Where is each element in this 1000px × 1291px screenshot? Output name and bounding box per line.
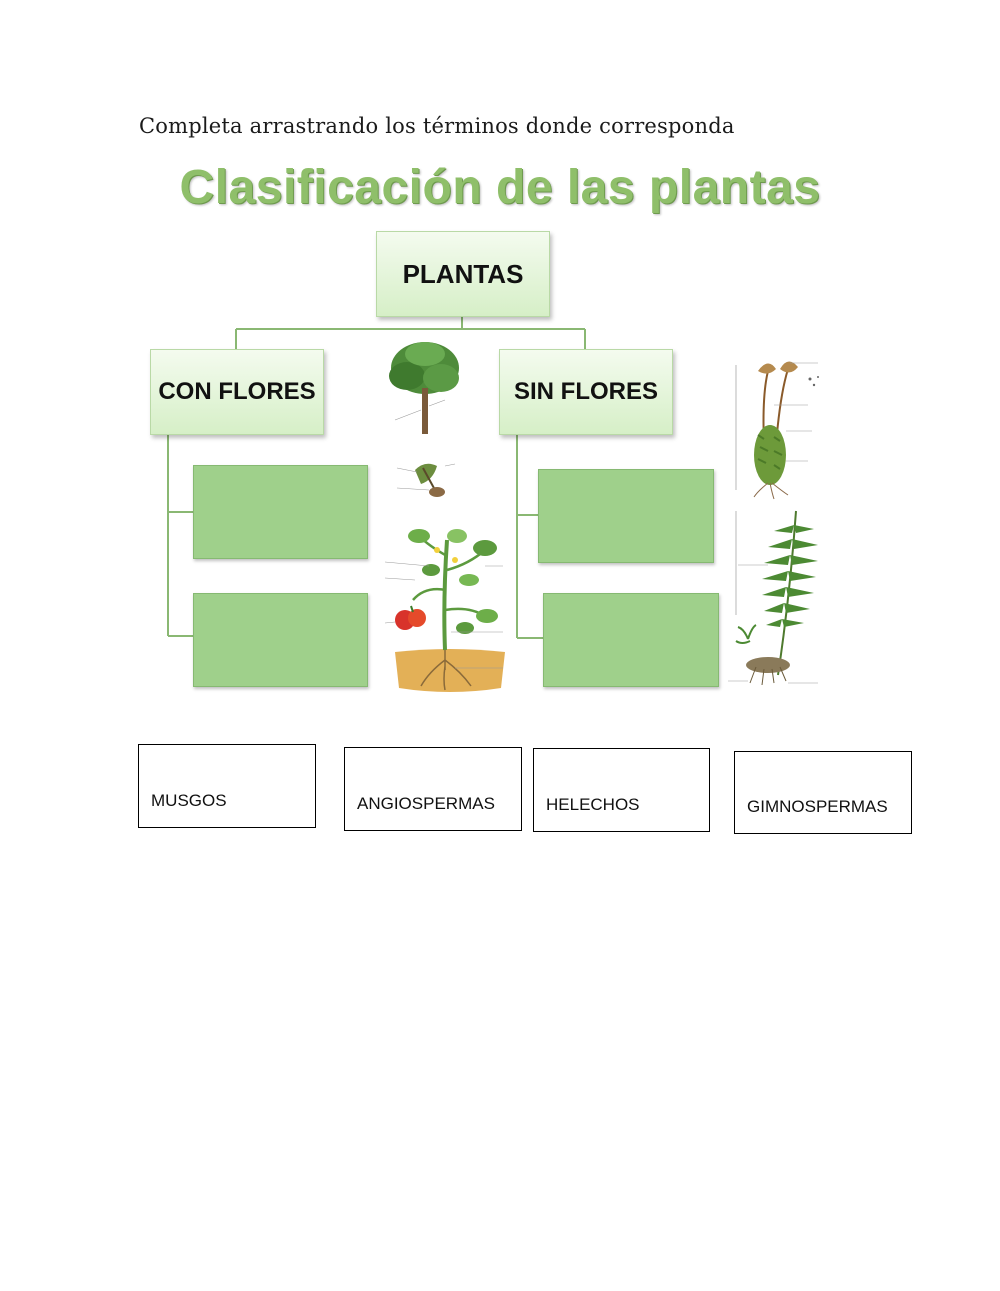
con-flores-box: CON FLORES [150,349,324,435]
term-card-musgos[interactable]: MUSGOS [138,744,316,828]
drop-zone-sin-flores-1[interactable] [538,469,714,563]
worksheet-title: Clasificación de las plantas [179,161,821,214]
sin-flores-box: SIN FLORES [499,349,673,435]
drop-zone-sin-flores-2[interactable] [543,593,719,687]
tomato-plant-illustration [385,529,505,692]
drop-zone-con-flores-2[interactable] [193,593,368,687]
instruction-text: Completa arrastrando los términos donde … [139,114,735,138]
term-card-helechos[interactable]: HELECHOS [533,748,710,832]
moss-illustration [735,361,819,500]
plantas-box: PLANTAS [376,231,550,317]
fern-illustration [728,510,818,686]
term-card-gimnospermas[interactable]: GIMNOSPERMAS [734,751,912,834]
term-card-angiospermas[interactable]: ANGIOSPERMAS [344,747,522,831]
pine-tree-illustration [389,342,459,497]
drop-zone-con-flores-1[interactable] [193,465,368,559]
